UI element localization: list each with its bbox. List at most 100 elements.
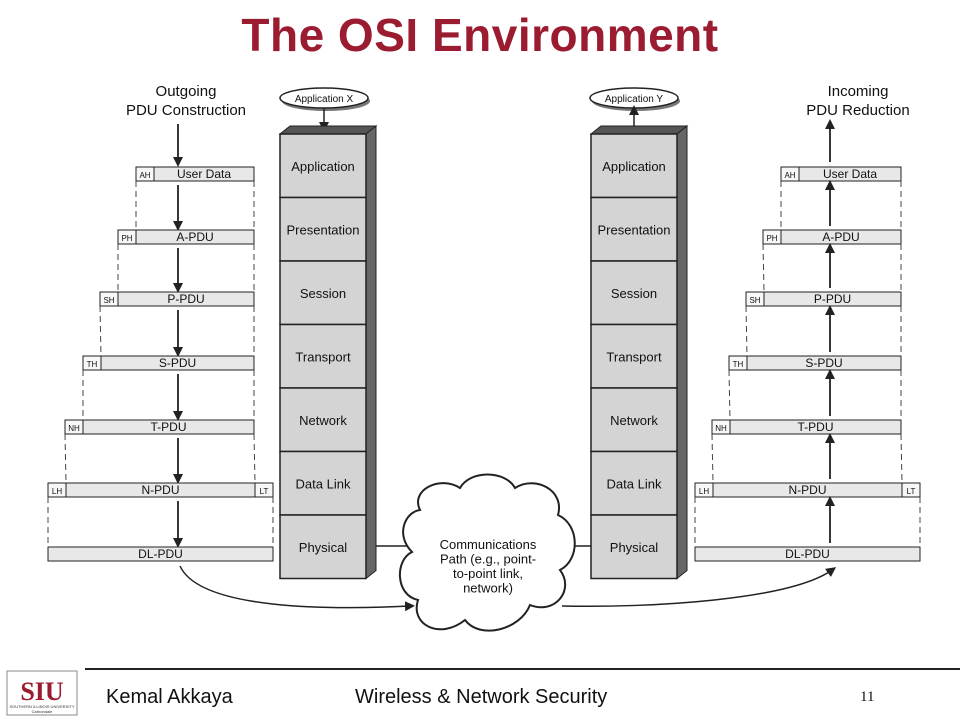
right-pdu-header-label: AH [784, 171, 795, 180]
right-stack-side [676, 124, 688, 580]
left-pdu-header-label: SH [103, 296, 114, 305]
cloud-text-line: network) [463, 581, 513, 596]
incoming-flow-arrow [561, 567, 837, 608]
left-stack-top [278, 125, 378, 135]
left-layer-label: Network [299, 413, 347, 428]
incoming-caption-line1: Incoming [828, 83, 889, 100]
left-layer-label: Transport [295, 349, 351, 364]
left-pdu-label: User Data [177, 167, 231, 181]
left-pdu-header-label: AH [139, 171, 150, 180]
right-pdu-header-label: LH [699, 487, 709, 496]
right-encapsulation-guide [762, 243, 765, 293]
cloud-text-line: Communications [440, 537, 537, 552]
right-encapsulation-guide [728, 369, 731, 421]
left-pdu-header-box [47, 482, 67, 498]
svg-text:SOUTHERN ILLINOIS UNIVERSITY: SOUTHERN ILLINOIS UNIVERSITY [9, 704, 74, 709]
right-layer-application [590, 133, 678, 199]
right-pdu-label: A-PDU [822, 230, 859, 244]
right-pdu-header-label: PH [766, 234, 777, 243]
right-layer-network [590, 387, 678, 453]
right-pdu-label: T-PDU [798, 420, 834, 434]
right-pdu-header-box [694, 482, 714, 498]
right-layer-label: Session [611, 286, 657, 301]
right-layer-presentation [590, 196, 678, 262]
right-pdu-header-box [762, 229, 782, 245]
right-pdu-dl-pdu [694, 546, 921, 562]
right-layer-label: Network [610, 413, 658, 428]
left-layer-label: Presentation [287, 222, 360, 237]
left-pdu-header-label: LH [52, 487, 62, 496]
slide-title: The OSI Environment [241, 9, 719, 61]
left-pdu-header-label: PH [121, 234, 132, 243]
left-pdu-header-box [64, 419, 84, 435]
right-layer-physical [590, 514, 678, 580]
footer-course: Wireless & Network Security [355, 686, 608, 708]
right-stack-top [589, 125, 689, 135]
right-layer-transport [590, 323, 678, 389]
right-pdu-label: S-PDU [805, 356, 842, 370]
left-layer-physical [279, 514, 367, 580]
left-pdu-trailer-label: LT [260, 487, 269, 496]
left-layer-label: Physical [299, 540, 348, 555]
right-pdu-header-label: SH [749, 296, 760, 305]
left-layer-application [279, 133, 367, 199]
left-pdu-label: T-PDU [151, 420, 187, 434]
right-encapsulation-guide [745, 305, 748, 357]
left-pdu-label: DL-PDU [138, 547, 183, 561]
right-layer-label: Application [602, 159, 666, 174]
siu-logo: SIU SOUTHERN ILLINOIS UNIVERSITY Carbond… [6, 670, 78, 716]
right-layer-label: Transport [606, 349, 662, 364]
left-osi-stack: ApplicationPresentationSessionTransportN… [278, 124, 378, 580]
application-x-oval-label: Application X [295, 94, 354, 105]
left-layer-session [279, 260, 367, 326]
right-layer-label: Data Link [607, 476, 662, 491]
right-layer-data-link [590, 450, 678, 516]
svg-text:Carbondale: Carbondale [32, 709, 53, 714]
left-layer-transport [279, 323, 367, 389]
outgoing-flow-arrow [179, 565, 415, 612]
outgoing-caption-line2: PDU Construction [126, 102, 246, 119]
network-cloud [398, 473, 576, 632]
left-layer-data-link [279, 450, 367, 516]
left-layer-label: Application [291, 159, 355, 174]
left-pdu-label: A-PDU [176, 230, 213, 244]
page-number: 11 [860, 689, 875, 705]
right-pdu-header-box [711, 419, 731, 435]
right-layer-label: Physical [610, 540, 659, 555]
left-encapsulation-guide [64, 433, 67, 484]
right-encapsulation-guide [900, 433, 903, 484]
left-pdu-header-label: NH [68, 424, 80, 433]
right-pdu-label: N-PDU [789, 483, 827, 497]
left-pdu-header-box [99, 291, 119, 307]
right-layer-label: Presentation [598, 222, 671, 237]
left-pdu-label: N-PDU [142, 483, 180, 497]
right-pdu-trailer-box [901, 482, 921, 498]
left-pdu-label: P-PDU [167, 292, 204, 306]
right-pdu-header-box [728, 355, 748, 371]
right-pdu-header-label: TH [733, 360, 744, 369]
left-pdu-header-box [117, 229, 137, 245]
right-encapsulation-guide [711, 433, 714, 484]
right-pdu-label: DL-PDU [785, 547, 830, 561]
left-pdu-header-box [135, 166, 155, 182]
left-encapsulation-guide [253, 433, 256, 484]
left-stack-side [365, 124, 377, 580]
right-pdu-header-label: NH [715, 424, 727, 433]
left-encapsulation-guide [99, 305, 102, 357]
left-layer-label: Session [300, 286, 346, 301]
left-pdu-header-label: TH [87, 360, 98, 369]
svg-text:SIU: SIU [20, 677, 64, 706]
right-pdu-label: User Data [823, 167, 877, 181]
right-pdu-trailer-label: LT [907, 487, 916, 496]
left-layer-label: Data Link [296, 476, 351, 491]
footer-divider [85, 668, 960, 670]
left-pdu-label: S-PDU [159, 356, 196, 370]
cloud-text-line: Path (e.g., point- [440, 552, 536, 567]
cloud-text-line: to-point link, [453, 566, 523, 581]
right-pdu-header-box [780, 166, 800, 182]
outgoing-caption-line1: Outgoing [156, 83, 217, 100]
application-y-oval-label: Application Y [605, 94, 664, 105]
